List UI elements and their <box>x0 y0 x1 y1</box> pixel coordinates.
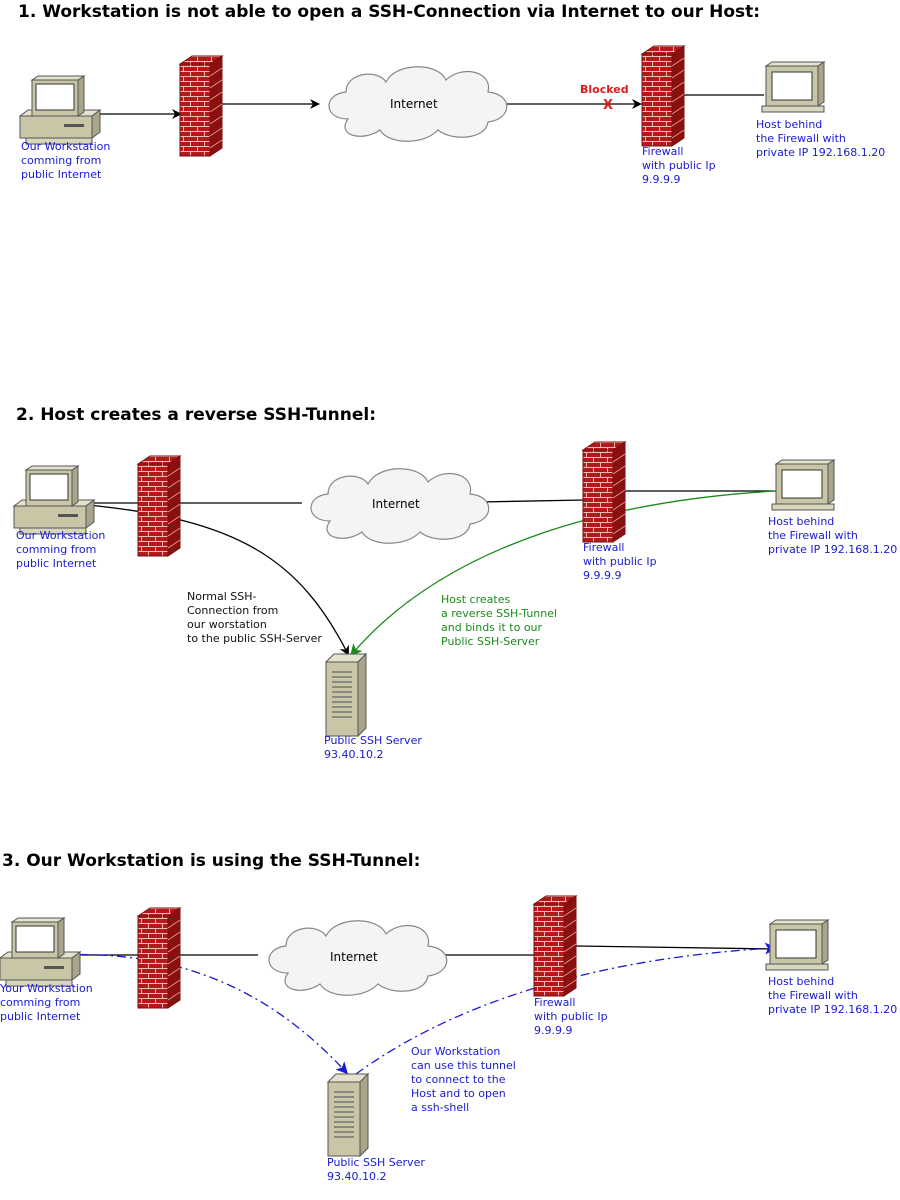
note-line: a reverse SSH-Tunnel <box>441 607 558 620</box>
workstation-label-line: comming from <box>0 996 81 1009</box>
blocked-label: Blocked <box>580 83 629 96</box>
firewall-label-line: with public Ip <box>642 159 716 172</box>
host-label-line: private IP 192.168.1.20 <box>756 146 886 159</box>
s3-line-firewall-host <box>575 943 776 954</box>
host-label-line: the Firewall with <box>756 132 846 145</box>
firewall-label-line: with public Ip <box>534 1010 608 1023</box>
host-label-line: private IP 192.168.1.20 <box>768 543 898 556</box>
internet-label: Internet <box>372 497 420 511</box>
host-label-line: Host behind <box>768 515 835 528</box>
note-line: Our Workstation <box>411 1045 501 1058</box>
firewall-label-line: 9.9.9.9 <box>583 569 622 582</box>
blocked-x-mark: X <box>603 98 613 113</box>
note-line: Normal SSH- <box>187 590 257 603</box>
workstation-label: Your Workstation comming from public Int… <box>0 982 93 1024</box>
server-label: Public SSH Server 93.40.10.2 <box>324 734 422 762</box>
workstation-label: Our Workstation comming from public Inte… <box>16 529 105 571</box>
host-label-line: the Firewall with <box>768 989 858 1002</box>
server-label: Public SSH Server 93.40.10.2 <box>327 1156 425 1184</box>
note-line: Host creates <box>441 593 511 606</box>
workstation-label-line: comming from <box>16 543 97 556</box>
firewall-brick-icon <box>533 895 577 997</box>
host-label-line: private IP 192.168.1.20 <box>768 1003 898 1016</box>
normal-ssh-connection-note: Normal SSH- Connection from our worstati… <box>187 590 322 646</box>
workstation-label-line: Our Workstation <box>21 140 111 153</box>
firewall-label: Firewall with public Ip 9.9.9.9 <box>583 541 657 583</box>
firewall-brick-icon <box>137 907 181 1009</box>
server-label-line: Public SSH Server <box>324 734 422 747</box>
s3-tunnel-dashed-to-host <box>355 942 777 1075</box>
host-computer-icon <box>761 61 825 113</box>
note-line: Host and to open <box>411 1087 506 1100</box>
firewall-label-line: Firewall <box>583 541 625 554</box>
host-label: Host behind the Firewall with private IP… <box>768 975 897 1017</box>
server-label-line: 93.40.10.2 <box>324 748 384 761</box>
reverse-tunnel-note: Host creates a reverse SSH-Tunnel and bi… <box>441 593 557 649</box>
server-label-line: Public SSH Server <box>327 1156 425 1169</box>
workstation-label-line: public Internet <box>16 557 97 570</box>
firewall-brick-icon <box>582 441 626 543</box>
firewall-brick-icon <box>137 455 181 557</box>
s2-reverse-tunnel-arrow <box>350 490 777 657</box>
firewall-label: Firewall with public Ip 9.9.9.9 <box>642 145 716 187</box>
note-line: to the public SSH-Server <box>187 632 322 645</box>
workstation-label-line: public Internet <box>0 1010 81 1023</box>
host-label: Host behind the Firewall with private IP… <box>768 515 897 557</box>
firewall-label-line: 9.9.9.9 <box>642 173 681 186</box>
server-tower-icon <box>325 653 367 737</box>
section-2: Internet <box>13 441 835 737</box>
section-3-heading: 3. Our Workstation is using the SSH-Tunn… <box>2 851 421 871</box>
firewall-label-line: 9.9.9.9 <box>534 1024 573 1037</box>
note-line: to connect to the <box>411 1073 506 1086</box>
note-line: Public SSH-Server <box>441 635 540 648</box>
host-label-line: Host behind <box>768 975 835 988</box>
workstation-label-line: Our Workstation <box>16 529 106 542</box>
note-line: can use this tunnel <box>411 1059 516 1072</box>
workstation-label: Our Workstation comming from public Inte… <box>21 140 110 182</box>
section-1-heading: 1. Workstation is not able to open a SSH… <box>18 2 761 22</box>
note-line: Connection from <box>187 604 279 617</box>
note-line: our worstation <box>187 618 267 631</box>
section-1: Internet Blocked X <box>19 45 825 157</box>
workstation-label-line: Your Workstation <box>0 982 93 995</box>
server-tower-icon <box>327 1073 369 1157</box>
host-computer-icon <box>765 919 829 971</box>
firewall-brick-icon <box>641 45 685 147</box>
s2-line-internet-firewall <box>479 499 585 503</box>
workstation-icon <box>19 75 101 145</box>
internet-label: Internet <box>330 950 378 964</box>
workstation-icon <box>13 465 95 535</box>
host-label-line: Host behind <box>756 118 823 131</box>
note-line: and binds it to our <box>441 621 543 634</box>
host-computer-icon <box>771 459 835 511</box>
firewall-label-line: Firewall <box>534 996 576 1009</box>
firewall-label-line: with public Ip <box>583 555 657 568</box>
workstation-label-line: comming from <box>21 154 102 167</box>
host-label-line: the Firewall with <box>768 529 858 542</box>
firewall-brick-icon <box>179 55 223 157</box>
workstation-icon <box>0 917 81 987</box>
section-3: Internet <box>0 895 829 1157</box>
s3-tunnel-dashed-to-server <box>59 953 349 1075</box>
note-line: a ssh-shell <box>411 1101 470 1114</box>
host-label: Host behind the Firewall with private IP… <box>756 118 885 160</box>
tunnel-usage-note: Our Workstation can use this tunnel to c… <box>411 1045 516 1115</box>
firewall-label-line: Firewall <box>642 145 684 158</box>
server-label-line: 93.40.10.2 <box>327 1170 387 1183</box>
section-2-heading: 2. Host creates a reverse SSH-Tunnel: <box>16 405 376 425</box>
internet-label: Internet <box>390 97 438 111</box>
firewall-label: Firewall with public Ip 9.9.9.9 <box>534 996 608 1038</box>
workstation-label-line: public Internet <box>21 168 102 181</box>
